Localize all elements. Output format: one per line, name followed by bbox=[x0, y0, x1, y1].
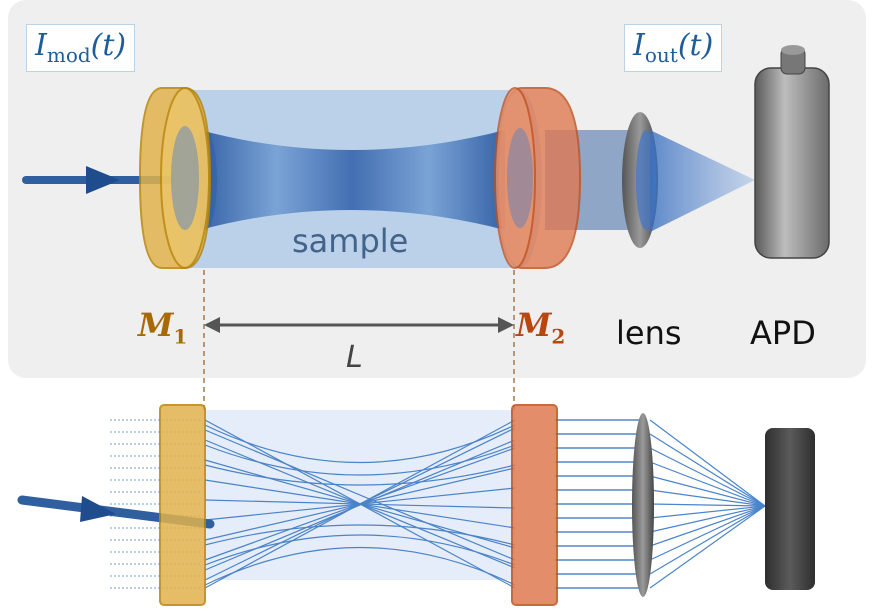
apd-detector bbox=[754, 45, 830, 259]
cavity-rays bbox=[204, 419, 516, 589]
input-signal-label: Imod(t) bbox=[26, 24, 136, 72]
mirror-m1 bbox=[138, 87, 212, 269]
lens-label: lens bbox=[616, 314, 682, 352]
mirror1-label: M1 bbox=[138, 306, 188, 349]
transmitted-rays bbox=[555, 419, 640, 589]
apd-label: APD bbox=[750, 314, 816, 352]
mirror-m2 bbox=[494, 87, 582, 269]
mirror-m2-bottom bbox=[511, 404, 558, 606]
focused-rays bbox=[649, 419, 766, 589]
lens-bottom bbox=[632, 413, 654, 597]
output-signal-label: Iout(t) bbox=[624, 24, 723, 72]
sample-label: sample bbox=[292, 222, 409, 260]
mirror-m1-bottom bbox=[159, 404, 206, 606]
focusing-cone bbox=[650, 130, 755, 232]
mirror2-label: M2 bbox=[516, 306, 566, 349]
length-label: L bbox=[346, 340, 363, 375]
length-arrow bbox=[204, 317, 514, 333]
cavity-beam bbox=[200, 130, 505, 230]
apd-detector-bottom bbox=[765, 428, 815, 590]
input-beam-arrow bbox=[22, 166, 172, 194]
